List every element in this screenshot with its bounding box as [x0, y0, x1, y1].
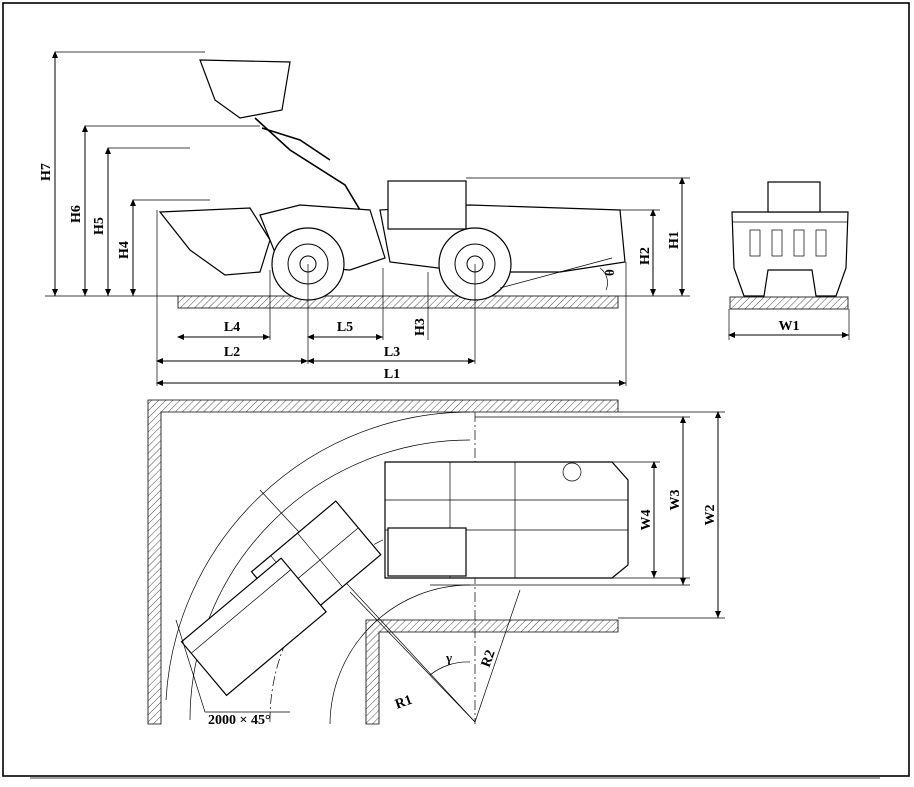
- inner-wall: [365, 619, 619, 725]
- l4-label: L4: [224, 320, 240, 335]
- engine-hood: [387, 180, 467, 230]
- plan-view: W4 W3 W2 R1 R2 γ 2000 × 45°: [147, 399, 725, 728]
- outer-wall: [147, 399, 619, 725]
- rear-canopy: [767, 181, 821, 213]
- h5-label: H5: [92, 217, 107, 235]
- w3-label: W3: [668, 490, 683, 511]
- h3-label: H3: [413, 318, 428, 336]
- rear-ground-hatch: [729, 296, 849, 310]
- l2-label: L2: [224, 345, 240, 360]
- lowered-bucket: [158, 207, 271, 276]
- h4-label: H4: [117, 241, 132, 259]
- plan-bucket: [180, 557, 327, 697]
- r2-label: R2: [479, 648, 499, 669]
- theta-label: θ: [602, 269, 617, 276]
- plan-engine-hood: [387, 527, 467, 577]
- rear-view: W1: [728, 181, 850, 340]
- h1-label: H1: [667, 231, 682, 249]
- gamma-label: γ: [445, 650, 452, 665]
- l5-label: L5: [337, 320, 353, 335]
- loader-side-silhouette: [158, 59, 626, 301]
- l3-label: L3: [384, 345, 400, 360]
- outer-turn-arc: [165, 411, 471, 701]
- w4-label: W4: [639, 510, 654, 531]
- r1-label: R1: [393, 693, 414, 713]
- h2-label: H2: [638, 247, 653, 265]
- h6-label: H6: [69, 205, 84, 223]
- w1-label: W1: [779, 319, 800, 334]
- inner-turn-arc: [329, 584, 471, 725]
- raised-bucket: [199, 59, 291, 119]
- w2-label: W2: [703, 505, 718, 526]
- side-view: H7 H6 H5 H4 H1 H2 θ H3 L4 L5 L2 L3 L1: [39, 51, 690, 386]
- rear-body: [731, 211, 849, 297]
- l1-label: L1: [384, 367, 400, 382]
- h7-label: H7: [39, 163, 54, 181]
- raised-lift-arm: [254, 117, 361, 211]
- chamfer-label: 2000 × 45°: [208, 713, 271, 728]
- side-ground-hatch: [177, 295, 619, 309]
- page-border: [2, 2, 910, 777]
